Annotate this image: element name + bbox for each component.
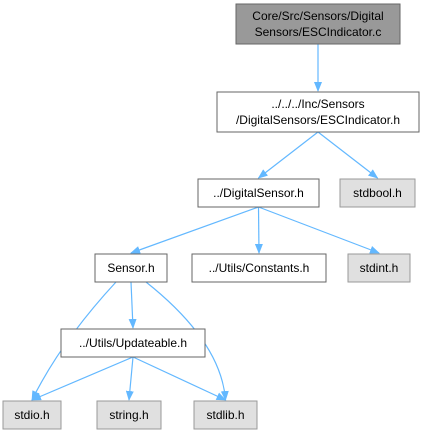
node-label-esc-c-line-2: Sensors/ESCIndicator.c (255, 25, 382, 39)
node-box-sensor-h (94, 253, 168, 283)
node-stdbool-h: stdbool.h (339, 178, 416, 208)
edge-esc-h-to-digital-sensor-h (257, 131, 319, 179)
edge-updateable-h-to-string-h (125, 356, 134, 401)
node-digital-sensor-h[interactable]: ../DigitalSensor.h (197, 178, 320, 208)
node-label-stdbool-h-line-1: stdbool.h (353, 186, 402, 200)
node-stdio-h: stdio.h (2, 400, 62, 430)
node-label-esc-h-line-2: /DigitalSensors/ESCIndicator.h (236, 113, 400, 127)
node-sensor-h[interactable]: Sensor.h (94, 253, 168, 283)
node-box-esc-h (216, 91, 420, 133)
node-box-stdbool-h (339, 178, 416, 208)
node-esc-h[interactable]: ../../../Inc/Sensors/DigitalSensors/ESCI… (216, 91, 420, 133)
node-label-stdlib-h-line-1: stdlib.h (206, 408, 244, 422)
nodes-layer: Core/Src/Sensors/DigitalSensors/ESCIndic… (2, 3, 420, 430)
node-box-stdio-h (2, 400, 62, 430)
node-label-sensor-h-line-1: Sensor.h (107, 261, 154, 275)
edge-updateable-h-to-stdlib-h (132, 356, 227, 401)
edge-esc-h-to-stdbool-h (317, 131, 379, 179)
node-label-updateable-h-line-1: ../Utils/Updateable.h (79, 336, 187, 350)
edge-updateable-h-to-stdio-h (31, 356, 134, 401)
edge-digital-sensor-h-to-sensor-h (130, 206, 259, 254)
edge-digital-sensor-h-to-stdint-h (258, 206, 380, 254)
edge-sensor-h-to-updateable-h (128, 281, 137, 329)
node-label-string-h-line-1: string.h (109, 408, 148, 422)
node-label-digital-sensor-h-line-1: ../DigitalSensor.h (213, 186, 304, 200)
node-box-stdlib-h (193, 400, 258, 430)
node-constants-h[interactable]: ../Utils/Constants.h (191, 253, 327, 283)
node-label-stdint-h-line-1: stdint.h (360, 261, 399, 275)
node-box-esc-c (235, 3, 401, 45)
node-updateable-h[interactable]: ../Utils/Updateable.h (60, 328, 206, 358)
node-label-esc-c-line-1: Core/Src/Sensors/Digital (252, 9, 383, 23)
node-stdint-h: stdint.h (347, 253, 411, 283)
node-label-esc-h-line-1: ../../../Inc/Sensors (271, 97, 364, 111)
node-box-stdint-h (347, 253, 411, 283)
node-label-constants-h-line-1: ../Utils/Constants.h (209, 261, 310, 275)
node-stdlib-h: stdlib.h (193, 400, 258, 430)
node-label-stdio-h-line-1: stdio.h (14, 408, 49, 422)
node-esc-c: Core/Src/Sensors/DigitalSensors/ESCIndic… (235, 3, 401, 45)
node-box-constants-h (191, 253, 327, 283)
node-box-string-h (96, 400, 162, 430)
edge-digital-sensor-h-to-constants-h (254, 206, 263, 254)
node-box-digital-sensor-h (197, 178, 320, 208)
node-box-updateable-h (60, 328, 206, 358)
node-string-h: string.h (96, 400, 162, 430)
